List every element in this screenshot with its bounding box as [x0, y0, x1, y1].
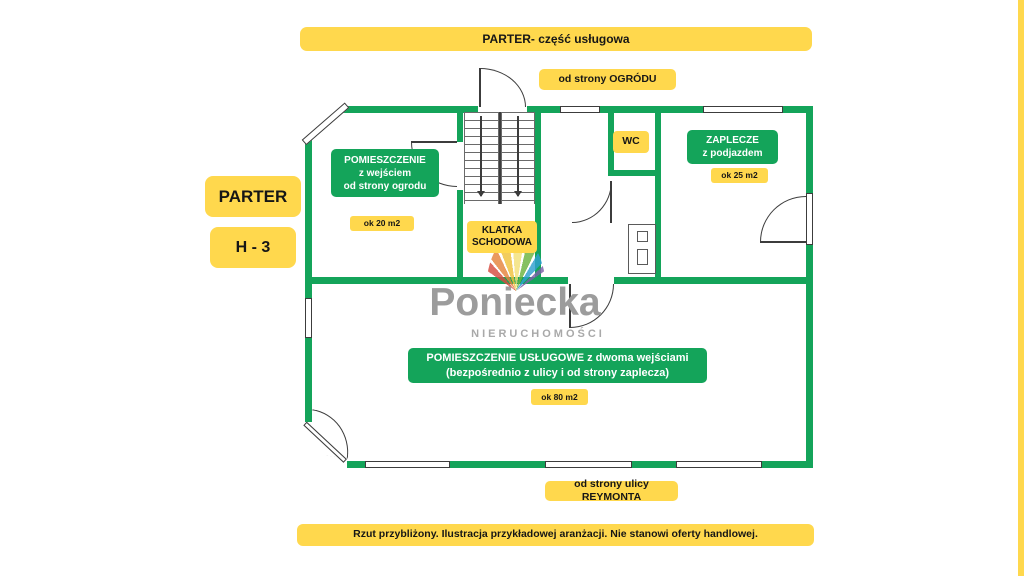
window — [676, 461, 762, 468]
room-garden-label: POMIESZCZENIE z wejściem od strony ogrod… — [331, 149, 439, 197]
right-edge-strip — [1018, 0, 1024, 576]
wall-segment — [535, 106, 541, 284]
backroom-area: ok 25 m2 — [711, 168, 768, 183]
door-swing-arc — [572, 181, 612, 223]
wall-segment — [783, 106, 813, 113]
wall-segment — [655, 106, 661, 284]
wall-segment — [305, 338, 312, 422]
wall-segment — [600, 106, 703, 113]
wall-segment — [305, 277, 568, 284]
door-leaf — [610, 181, 612, 223]
door-leaf — [760, 241, 806, 243]
garden-side-label: od strony OGRÓDU — [539, 69, 676, 90]
staircase-label: KLATKA SCHODOWA — [467, 221, 537, 253]
backroom-label: ZAPLECZE z podjazdem — [687, 130, 778, 164]
wall-segment — [347, 461, 365, 468]
wall-segment — [450, 461, 545, 468]
wall-segment — [608, 170, 661, 176]
watermark-brand: Poniecka — [429, 281, 601, 324]
kitchen-fixture — [628, 224, 656, 274]
door-swing-arc — [306, 409, 354, 459]
service-room-label: POMIESZCZENIE USŁUGOWE z dwoma wejściami… — [408, 348, 707, 383]
sink-icon — [637, 249, 648, 265]
wall-segment — [806, 106, 813, 193]
window — [806, 193, 813, 245]
room-garden-area: ok 20 m2 — [350, 216, 414, 231]
burner-icon — [637, 231, 648, 242]
wall-segment — [614, 277, 813, 284]
top-banner: PARTER- część usługowa — [300, 27, 812, 51]
door-swing-arc — [760, 196, 806, 242]
door-swing-arc — [480, 68, 526, 107]
wall-segment — [343, 106, 478, 113]
window — [560, 106, 600, 113]
wall-segment — [305, 140, 312, 298]
wall-segment — [762, 461, 813, 468]
wall-segment — [608, 106, 614, 176]
wall-segment — [457, 190, 463, 284]
window — [365, 461, 450, 468]
wall-segment — [527, 106, 560, 113]
unit-label: H - 3 — [210, 227, 296, 268]
service-room-area: ok 80 m2 — [531, 389, 588, 405]
wall-segment — [806, 245, 813, 468]
floor-label: PARTER — [205, 176, 301, 217]
corner-window — [301, 102, 350, 146]
window — [545, 461, 632, 468]
wall-segment — [632, 461, 676, 468]
window — [703, 106, 783, 113]
wc-label: WC — [613, 131, 649, 153]
stair-direction-arrow — [514, 116, 522, 197]
window — [305, 298, 312, 338]
watermark-subtitle: NIERUCHOMOŚCI — [471, 328, 605, 340]
stair-direction-arrow — [477, 116, 485, 197]
wall-segment — [457, 106, 463, 142]
stair-divider — [499, 112, 501, 204]
street-side-label: od strony ulicy REYMONTA — [545, 478, 678, 503]
footer-note: Rzut przybliżony. Ilustracja przykładowe… — [297, 524, 814, 546]
